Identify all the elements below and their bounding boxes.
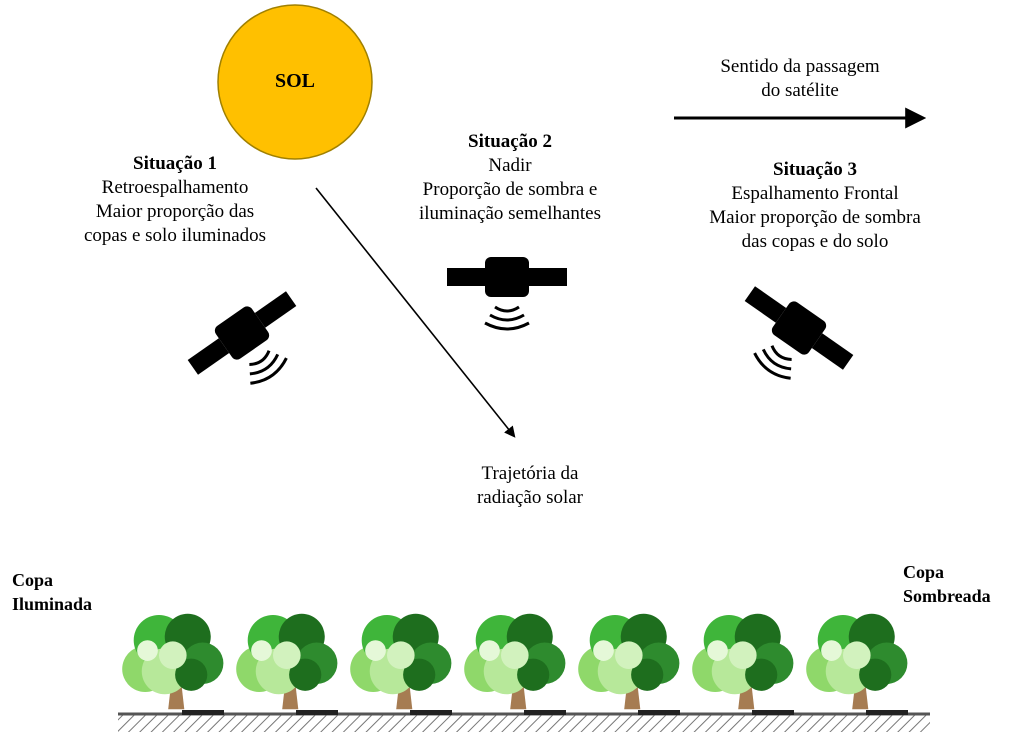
canopy-shaded-line: Sombreada <box>903 586 991 606</box>
situation-2-line: iluminação semelhantes <box>418 203 602 224</box>
situation-1-line: Retroespalhamento <box>101 177 249 198</box>
canopy-lit-line: Iluminada <box>12 594 93 614</box>
canopy-shaded-label: Copa Sombreada <box>903 560 991 608</box>
tree-icon <box>464 614 565 709</box>
situation-3-line: Maior proporção de sombra <box>709 207 921 228</box>
situation-1-block: Situação 1 Retroespalhamento Maior propo… <box>55 152 295 248</box>
situation-3-line: Espalhamento Frontal <box>731 183 899 204</box>
tree-icon <box>578 614 679 709</box>
situation-3-block: Situação 3 Espalhamento Frontal Maior pr… <box>680 158 950 254</box>
canopy-lit-label: Copa Iluminada <box>12 568 92 616</box>
direction-line: do satélite <box>761 80 839 101</box>
tree-shadows <box>182 710 908 715</box>
tree-icon <box>122 614 223 709</box>
situation-3-line: das copas e do solo <box>741 231 889 252</box>
radiation-line: Trajetória da <box>481 463 579 484</box>
sun-label: SOL <box>274 70 316 92</box>
radiation-arrow <box>315 187 516 438</box>
tree-icon <box>236 614 337 709</box>
ground-hatch <box>118 714 930 732</box>
situation-1-title: Situação 1 <box>133 153 217 174</box>
satellite-icon <box>445 255 569 331</box>
satellite-icon <box>718 275 862 407</box>
situation-2-block: Situação 2 Nadir Proporção de sombra e i… <box>380 130 640 226</box>
tree-icon <box>806 614 907 709</box>
tree-icon <box>350 614 451 709</box>
direction-line: Sentido da passagem <box>720 56 880 77</box>
situation-2-title: Situação 2 <box>468 131 552 152</box>
canopy-shaded-line: Copa <box>903 562 945 582</box>
direction-label: Sentido da passagem do satélite <box>680 55 920 103</box>
canopy-lit-line: Copa <box>12 570 54 590</box>
situation-3-title: Situação 3 <box>773 159 857 180</box>
satellite-icon <box>179 280 323 412</box>
tree-icon <box>692 614 793 709</box>
tree-row <box>122 614 907 709</box>
radiation-line: radiação solar <box>476 487 584 508</box>
situation-1-line: copas e solo iluminados <box>83 225 267 246</box>
situation-2-line: Proporção de sombra e <box>422 179 598 200</box>
situation-1-line: Maior proporção das <box>95 201 255 222</box>
situation-2-line: Nadir <box>488 155 532 176</box>
radiation-label: Trajetória da radiação solar <box>430 462 630 510</box>
sun-icon <box>217 4 373 160</box>
